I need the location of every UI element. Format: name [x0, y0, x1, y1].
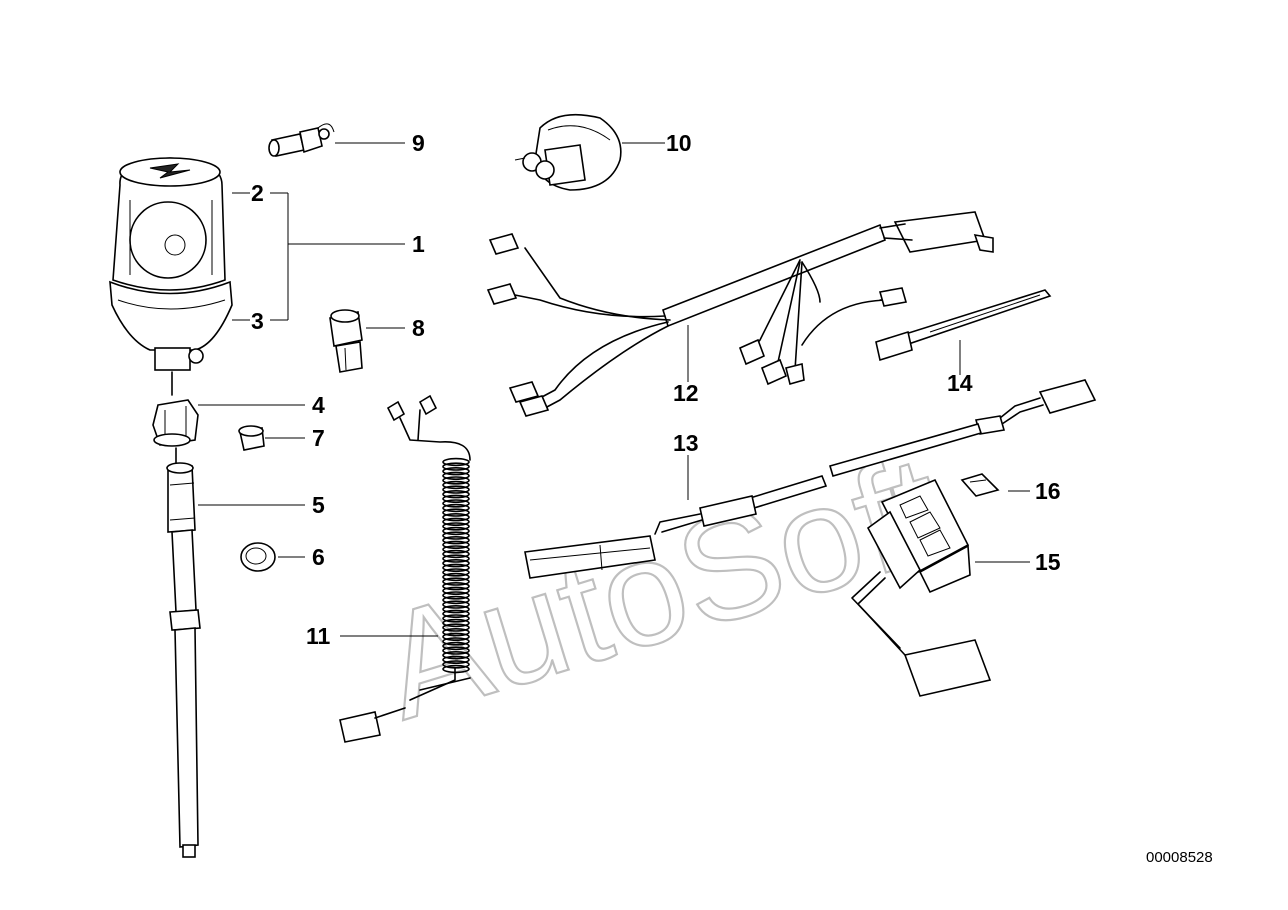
- callout-3: 3: [251, 308, 264, 334]
- callout-13: 13: [673, 430, 699, 456]
- callout-4: 4: [312, 392, 325, 418]
- callout-15: 15: [1035, 549, 1061, 575]
- callout-12: 12: [673, 380, 699, 406]
- cap-part: [238, 425, 265, 451]
- extension-cable: [524, 379, 1097, 579]
- leader-lines: [198, 142, 1030, 637]
- beacon-lamp: [109, 157, 233, 396]
- callout-11: 11: [306, 623, 331, 649]
- coiled-cable: [339, 394, 471, 743]
- callout-labels: 1 2 3 4 5 6 7 8 9 10 11 12 13 14 15 16: [251, 130, 1061, 649]
- plug-part: [329, 309, 363, 373]
- callout-7: 7: [312, 425, 325, 451]
- callout-9: 9: [412, 130, 425, 156]
- cable-strap: [875, 289, 1052, 362]
- mast-tube: [166, 462, 201, 858]
- callout-1: 1: [412, 231, 425, 257]
- socket-part: [514, 113, 622, 191]
- callout-5: 5: [312, 492, 325, 518]
- switch-part: [851, 478, 992, 697]
- grommet-part: [240, 542, 276, 572]
- adapter-part: [152, 399, 199, 466]
- callout-8: 8: [412, 315, 425, 341]
- callout-2: 2: [251, 180, 264, 206]
- callout-16: 16: [1035, 478, 1061, 504]
- bulb-part: [268, 123, 335, 157]
- callout-14: 14: [947, 370, 973, 396]
- callout-6: 6: [312, 544, 325, 570]
- callout-10: 10: [666, 130, 692, 156]
- drawing-number: 00008528: [1146, 849, 1213, 866]
- watermark-text: AutoSoft: [363, 422, 962, 751]
- clip-part: [960, 473, 1000, 497]
- wiring-harness: [486, 211, 994, 417]
